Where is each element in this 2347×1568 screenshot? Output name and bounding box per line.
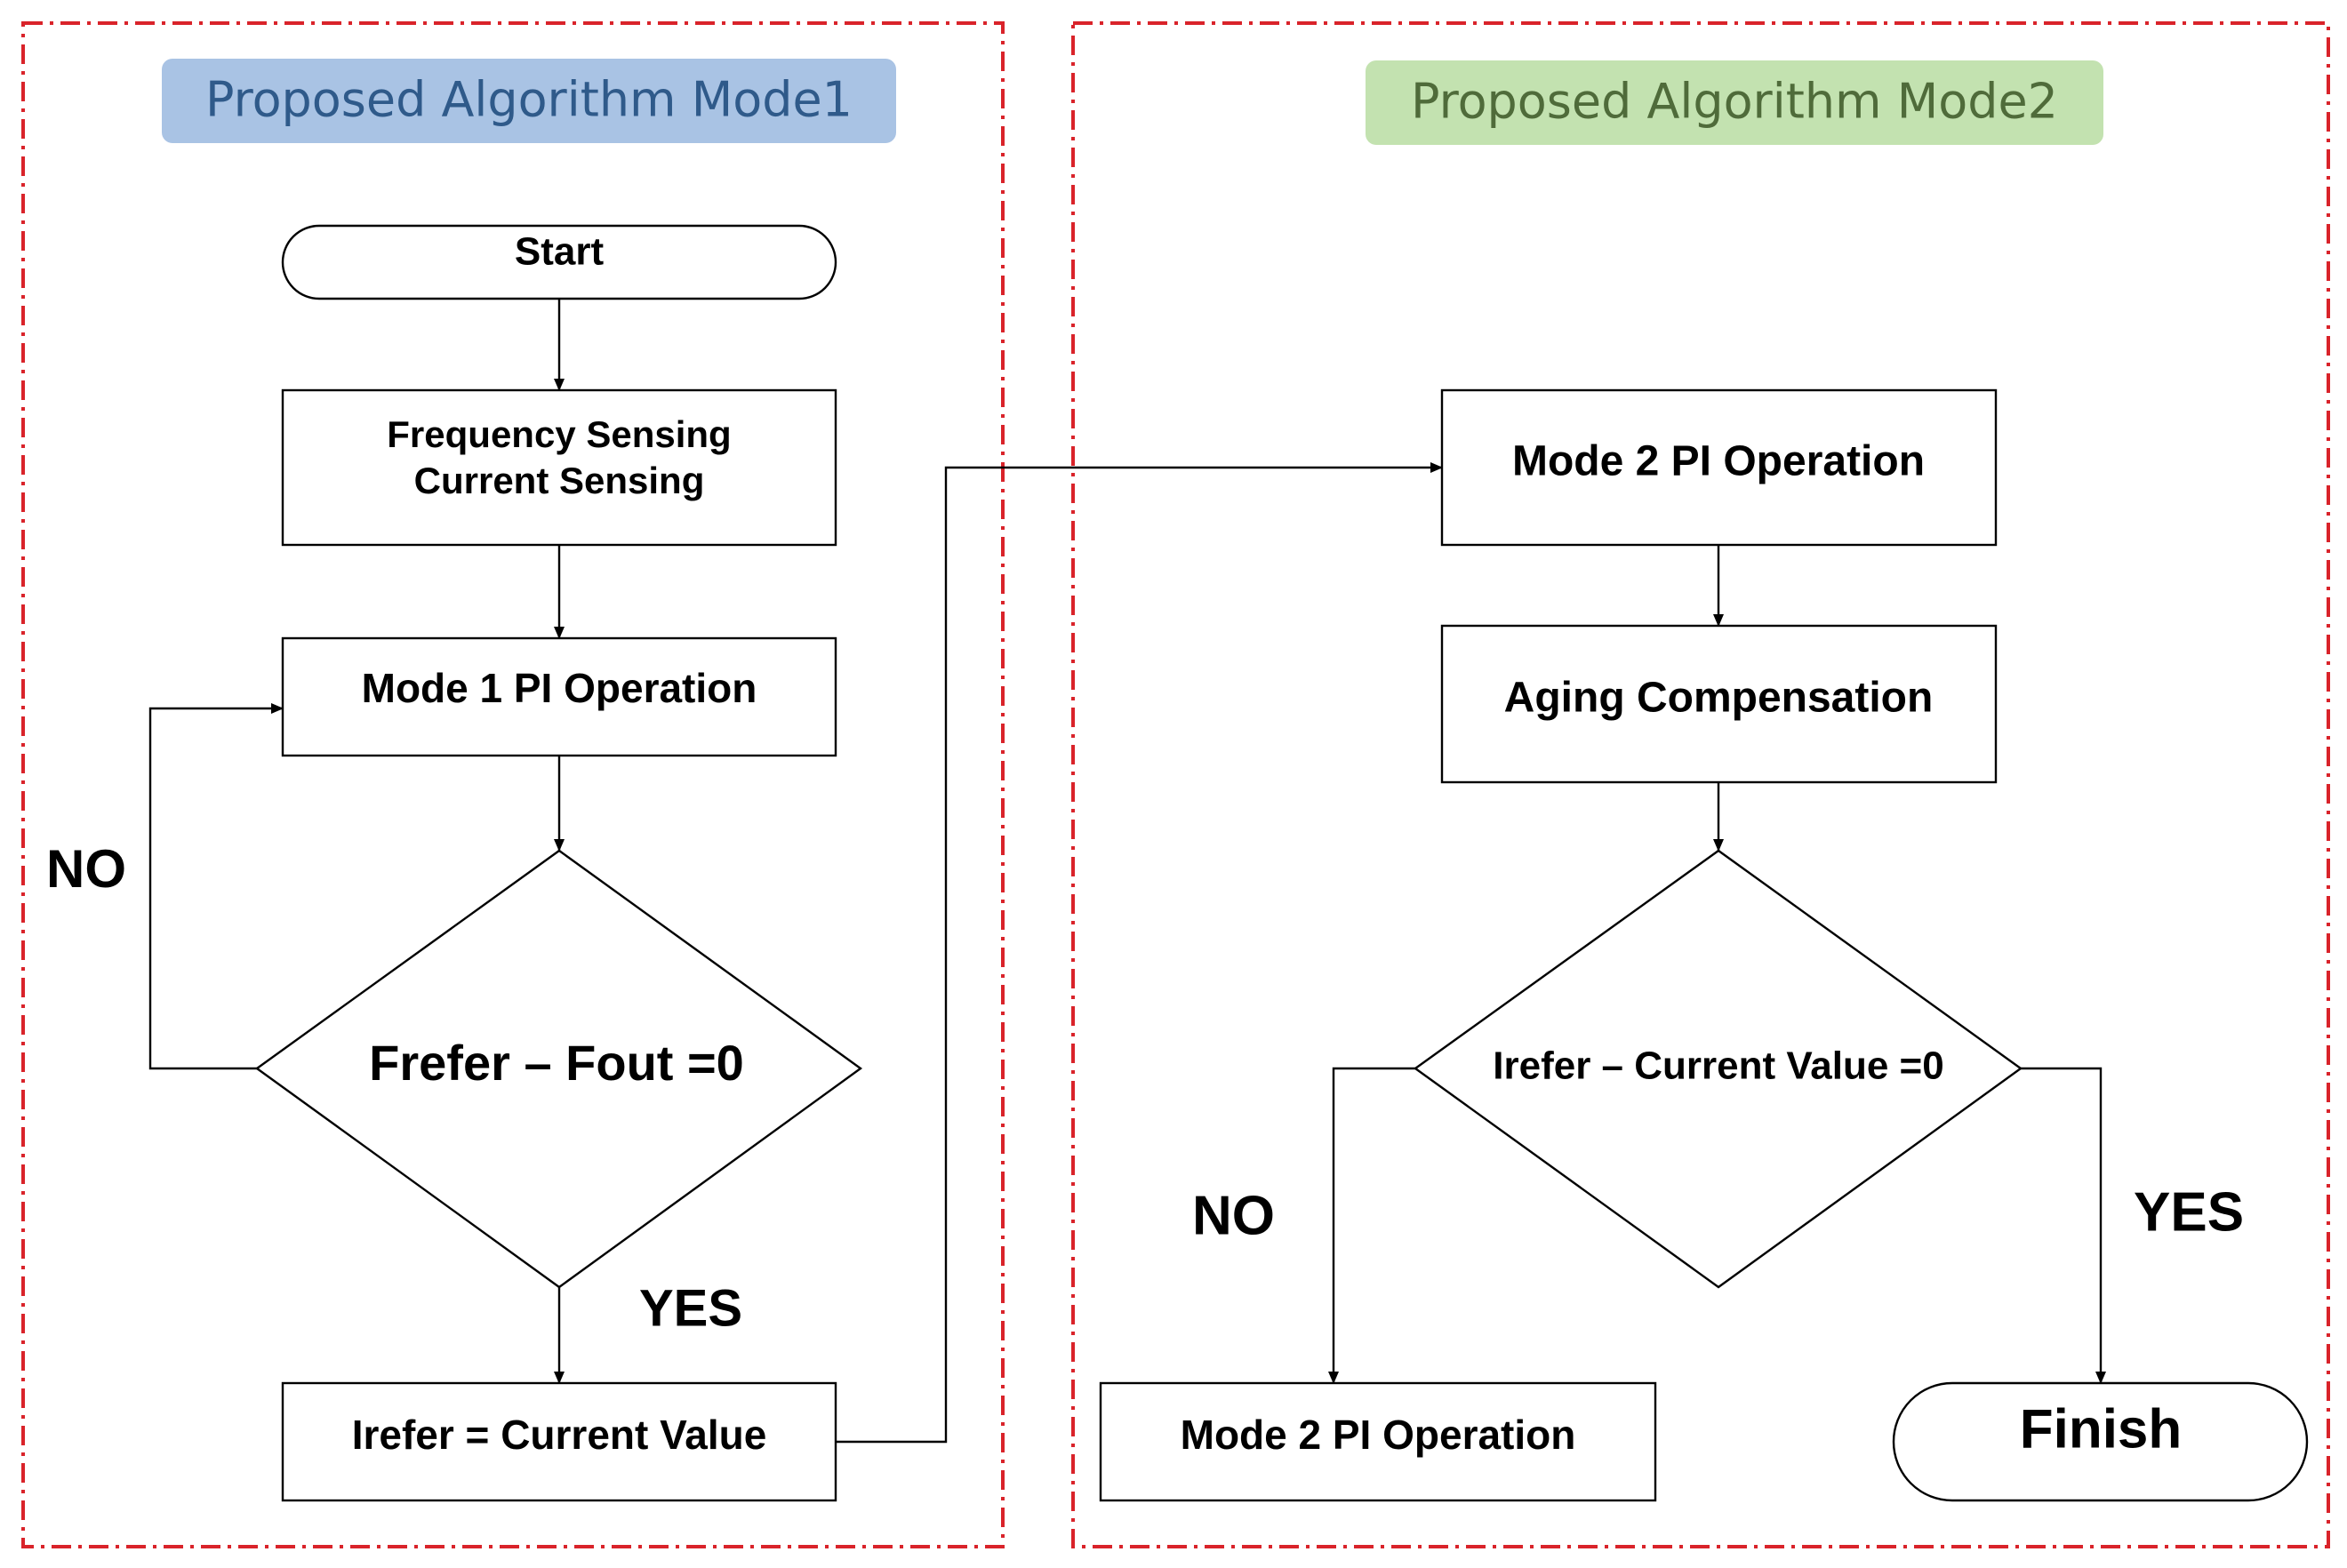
mode1-title: Proposed Algorithm Mode1 <box>205 72 853 128</box>
mode1-pi-process <box>281 636 837 757</box>
arrow-reference-to-mode2-pi <box>836 462 1443 1444</box>
mode2-title-badge <box>1366 60 2103 145</box>
mode2-yes-label: YES <box>2134 1181 2244 1243</box>
mode2-retry-process <box>1099 1381 1657 1502</box>
frequency-sensing-label: Frequency Sensing <box>387 413 731 455</box>
current-decision-label: Irefer – Current Value =0 <box>1493 1044 1943 1088</box>
finish-label: Finish <box>2020 1398 2183 1460</box>
mode2-retry-label: Mode 2 PI Operation <box>1181 1412 1576 1458</box>
mode2-pi-label: Mode 2 PI Operation <box>1512 438 1925 485</box>
mode1-pi-label: Mode 1 PI Operation <box>362 665 757 711</box>
frequency-decision-label: Frefer – Fout =0 <box>369 1035 744 1091</box>
mode1-yes-label: YES <box>639 1279 742 1337</box>
arrow-decision-no-to-retry <box>1328 1067 1415 1384</box>
start-label: Start <box>515 230 605 274</box>
current-decision <box>1413 849 2023 1289</box>
current-sensing-label: Current Sensing <box>414 460 705 501</box>
mode2-title: Proposed Algorithm Mode2 <box>1411 74 2058 130</box>
arrow-decision-no-loop <box>148 703 284 1070</box>
mode1-panel-frame <box>21 21 1005 1548</box>
set-reference-label: Irefer = Current Value <box>352 1412 767 1458</box>
arrow-decision-yes-to-finish <box>2021 1067 2106 1384</box>
mode1-title-badge <box>162 59 896 143</box>
aging-compensation-label: Aging Compensation <box>1504 675 1934 722</box>
set-reference-process <box>281 1381 837 1502</box>
mode1-no-label: NO <box>46 839 126 899</box>
mode2-panel-frame <box>1071 21 2330 1548</box>
mode2-no-label: NO <box>1192 1185 1275 1246</box>
